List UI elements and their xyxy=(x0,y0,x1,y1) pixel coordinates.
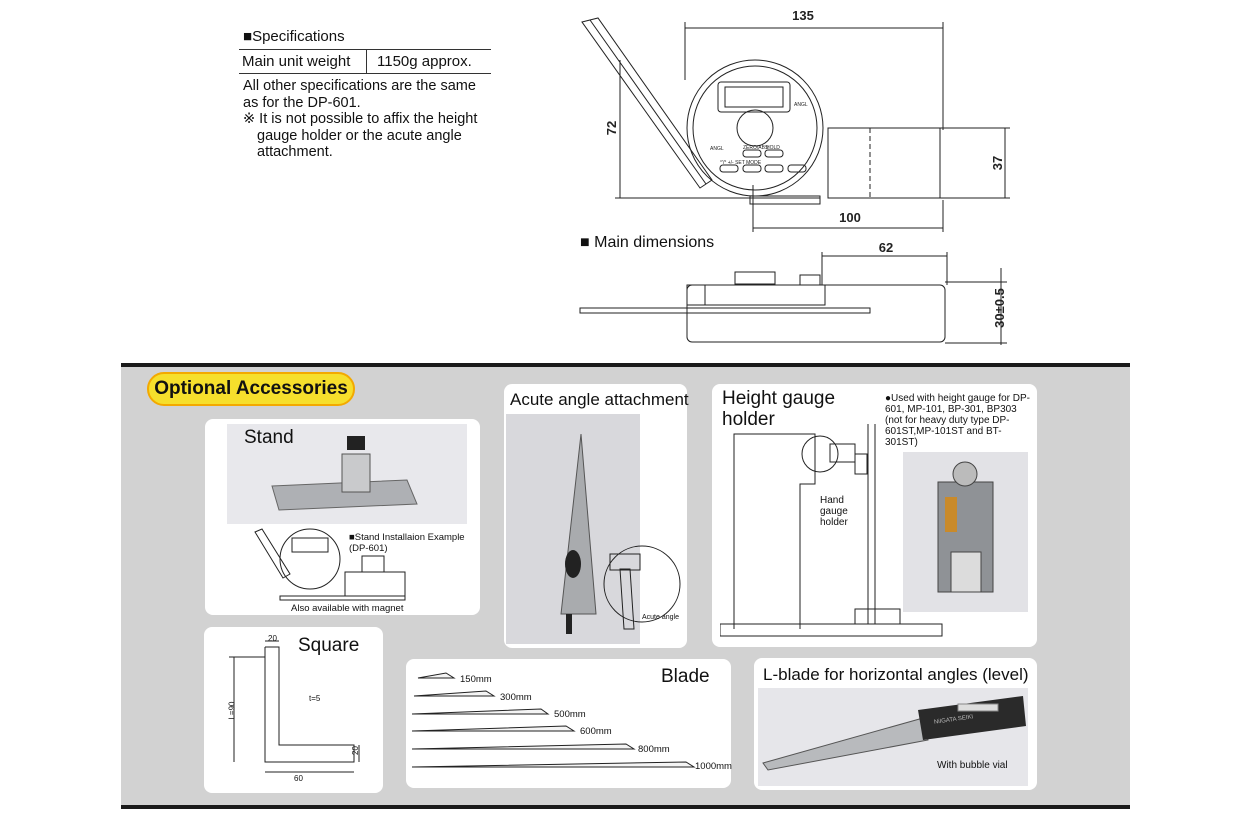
specifications-heading: ■Specifications xyxy=(243,28,345,45)
spec-weight-label: Main unit weight xyxy=(239,50,367,73)
acute-label: Acute angle xyxy=(642,614,679,621)
dimension-drawing: 135 72 37 100 62 30±0.5 ZERO/ABS HOLD °'… xyxy=(579,8,1010,345)
lblade-panel: L-blade for horizontal angles (level) Ni… xyxy=(754,658,1037,790)
square-dim-side: L=90 xyxy=(227,701,237,720)
dim-37: 37 xyxy=(990,156,1005,170)
acute-photo xyxy=(506,414,640,644)
device-button-label-3: °'/° +/- SET MODE xyxy=(720,160,762,166)
blade-size-1: 150mm xyxy=(460,674,492,685)
square-dim-top: 20 xyxy=(268,634,277,643)
square-bullet-icon: ■ xyxy=(580,234,595,251)
stand-panel: Stand ■Stand Installaion Example (DP-601… xyxy=(205,419,480,615)
main-dimensions-heading: ■ Main dimensions xyxy=(580,234,714,252)
square-dim-right: 20 xyxy=(350,746,360,755)
square-bullet-icon: ■ xyxy=(243,28,253,45)
height-gauge-note: ●Used with height gauge for DP-601, MP-1… xyxy=(885,393,1031,448)
stand-title: Stand xyxy=(244,427,294,448)
blade-size-6: 1000mm xyxy=(695,761,732,772)
spec-note-1: All other specifications are the same as… xyxy=(243,78,476,111)
blade-panel: Blade 150mm 300mm 500mm 600mm 800mm 1000… xyxy=(406,659,732,788)
blade-size-2: 300mm xyxy=(500,692,532,703)
stand-install-label: ■Stand Installaion Example (DP-601) xyxy=(349,532,465,554)
stand-magnet-note: Also available with magnet xyxy=(291,603,404,614)
lblade-vial-label: With bubble vial xyxy=(937,760,1008,771)
lblade-title: L-blade for horizontal angles (level) xyxy=(763,665,1029,684)
dim-62: 62 xyxy=(879,240,893,255)
acute-diagram xyxy=(603,545,681,630)
device-brand-label: ANGL xyxy=(794,102,808,108)
dim-30: 30±0.5 xyxy=(992,288,1007,328)
stand-install-diagram xyxy=(254,528,406,601)
device-brand-label-2: ANGL xyxy=(710,146,724,152)
device-button-label-2: HOLD xyxy=(766,145,780,151)
acute-panel: Acute angle attachment Acute angle xyxy=(504,384,689,648)
dim-135: 135 xyxy=(792,8,814,23)
spec-note-2: ※ It is not possible to affix the height… xyxy=(243,111,478,160)
spec-notes: All other specifications are the same as… xyxy=(243,78,503,161)
square-diagram xyxy=(229,640,360,773)
height-gauge-title: Height gauge holder xyxy=(722,388,836,430)
square-dim-bottom: 60 xyxy=(294,774,303,783)
specifications-heading-text: Specifications xyxy=(252,28,345,45)
dim-72: 72 xyxy=(604,121,619,135)
height-gauge-diagram xyxy=(720,424,943,637)
square-panel: Square 20 L=90 t=5 20 60 xyxy=(204,627,383,793)
accessories-heading: Optional Accessories xyxy=(147,372,355,406)
dim-100: 100 xyxy=(839,210,861,225)
height-gauge-panel: Height gauge holder ●Used with height ga… xyxy=(712,384,1037,647)
main-dimensions-heading-text: Main dimensions xyxy=(594,234,715,251)
blade-size-3: 500mm xyxy=(554,709,586,720)
hand-gauge-label: Hand gauge holder xyxy=(820,495,848,528)
blade-title: Blade xyxy=(661,666,710,687)
lblade-photo xyxy=(758,688,1028,786)
square-title: Square xyxy=(298,635,360,656)
blade-size-4: 600mm xyxy=(580,726,612,737)
spec-table: Main unit weight 1150g approx. xyxy=(239,49,491,74)
square-dim-thick: t=5 xyxy=(309,694,321,703)
blade-size-5: 800mm xyxy=(638,744,670,755)
blade-diagram xyxy=(411,672,696,768)
acute-title: Acute angle attachment xyxy=(510,390,689,409)
spec-weight-value: 1150g approx. xyxy=(377,53,472,70)
height-gauge-photo xyxy=(903,452,1028,612)
device-button-label-1: ZERO/ABS xyxy=(743,145,769,151)
stand-photo xyxy=(227,424,467,524)
